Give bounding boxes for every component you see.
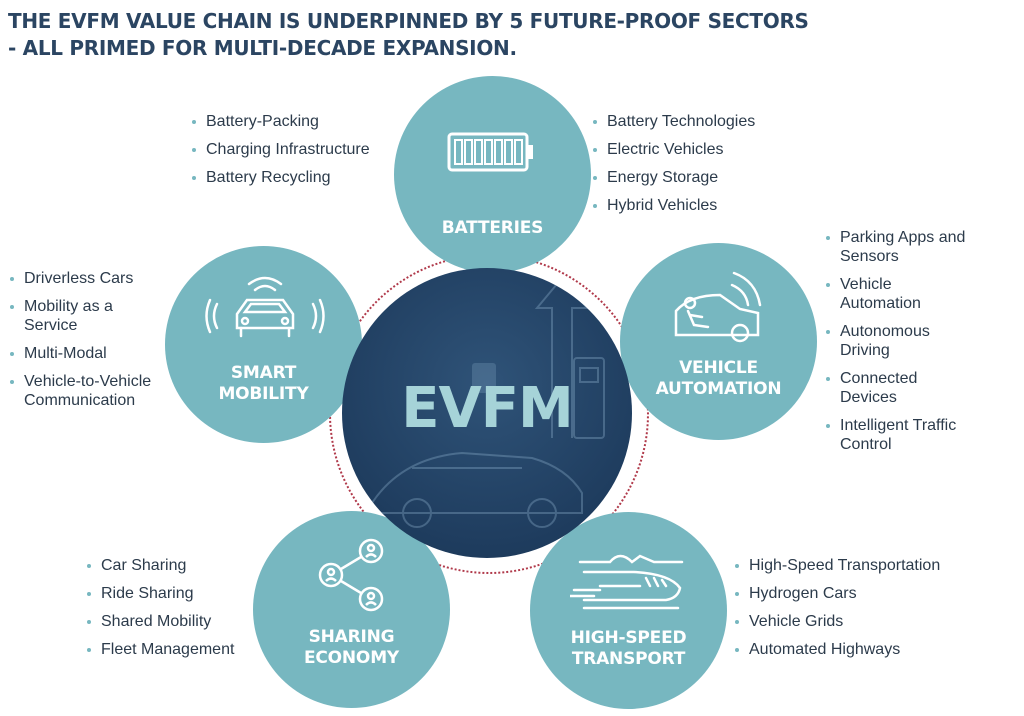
sector-label-line: TRANSPORT	[571, 649, 686, 669]
sector-label-line: VEHICLE	[679, 358, 758, 378]
sector-label-line: MOBILITY	[218, 384, 309, 404]
ev-charging-car-illustration	[371, 276, 605, 528]
sector-label: SHARING ECONOMY	[253, 627, 450, 669]
list-item: Battery Technologies	[592, 112, 755, 131]
list-item: Charging Infrastructure	[191, 140, 370, 159]
sector-vehicle-automation: VEHICLE AUTOMATION	[620, 243, 817, 440]
list-item: High-Speed Transportation	[734, 556, 940, 575]
batteries-left-list: Battery-Packing Charging Infrastructure …	[191, 112, 370, 196]
list-item: Car Sharing	[86, 556, 234, 575]
sector-label-line: ECONOMY	[303, 648, 400, 668]
list-item: Parking Apps and Sensors	[825, 228, 975, 266]
sector-label: SMART MOBILITY	[165, 363, 362, 405]
list-item: Vehicle Automation	[825, 275, 950, 313]
sector-batteries: BATTERIES	[394, 76, 591, 273]
sector-label-line: HIGH-SPEED	[570, 628, 687, 648]
share-icon	[318, 538, 384, 612]
sector-label-line: BATTERIES	[441, 218, 544, 238]
list-item: Vehicle-to-Vehicle Communication	[9, 372, 169, 410]
center-evfm-circle: EVFM	[342, 268, 632, 558]
battery-icon	[447, 132, 533, 172]
list-item: Multi-Modal	[9, 344, 169, 363]
sector-label: BATTERIES	[394, 218, 591, 239]
list-item: Autonomous Driving	[825, 322, 950, 360]
center-label: EVFM	[401, 376, 574, 441]
page-title: THE EVFM VALUE CHAIN IS UNDERPINNED BY 5…	[8, 8, 809, 62]
high-speed-transport-list: High-Speed Transportation Hydrogen Cars …	[734, 556, 940, 668]
sector-smart-mobility: SMART MOBILITY	[165, 246, 362, 443]
sector-label-line: SHARING	[308, 627, 395, 647]
list-item: Vehicle Grids	[734, 612, 940, 631]
sector-sharing-economy: SHARING ECONOMY	[253, 511, 450, 708]
smart-mobility-list: Driverless Cars Mobility as a Service Mu…	[9, 269, 169, 419]
list-item: Battery Recycling	[191, 168, 370, 187]
connected-car-icon	[205, 276, 325, 338]
autonomous-car-icon	[674, 271, 762, 343]
list-item: Hydrogen Cars	[734, 584, 940, 603]
list-item: Connected Devices	[825, 369, 950, 407]
bullet-train-icon	[570, 554, 684, 610]
list-item: Hybrid Vehicles	[592, 196, 755, 215]
list-item: Intelligent Traffic Control	[825, 416, 975, 454]
sector-label: VEHICLE AUTOMATION	[620, 358, 817, 400]
sector-label-line: AUTOMATION	[655, 379, 782, 399]
list-item: Driverless Cars	[9, 269, 169, 288]
sector-label: HIGH-SPEED TRANSPORT	[530, 628, 727, 670]
list-item: Ride Sharing	[86, 584, 234, 603]
title-line-2: - ALL PRIMED FOR MULTI-DECADE EXPANSION.	[8, 36, 517, 60]
list-item: Automated Highways	[734, 640, 940, 659]
title-line-1: THE EVFM VALUE CHAIN IS UNDERPINNED BY 5…	[8, 9, 809, 33]
list-item: Mobility as a Service	[9, 297, 134, 335]
vehicle-automation-list: Parking Apps and Sensors Vehicle Automat…	[825, 228, 975, 463]
list-item: Electric Vehicles	[592, 140, 755, 159]
list-item: Fleet Management	[86, 640, 234, 659]
sharing-economy-list: Car Sharing Ride Sharing Shared Mobility…	[86, 556, 234, 668]
list-item: Battery-Packing	[191, 112, 370, 131]
list-item: Energy Storage	[592, 168, 755, 187]
list-item: Shared Mobility	[86, 612, 234, 631]
sector-label-line: SMART	[230, 363, 297, 383]
sector-high-speed-transport: HIGH-SPEED TRANSPORT	[530, 512, 727, 709]
batteries-right-list: Battery Technologies Electric Vehicles E…	[592, 112, 755, 224]
